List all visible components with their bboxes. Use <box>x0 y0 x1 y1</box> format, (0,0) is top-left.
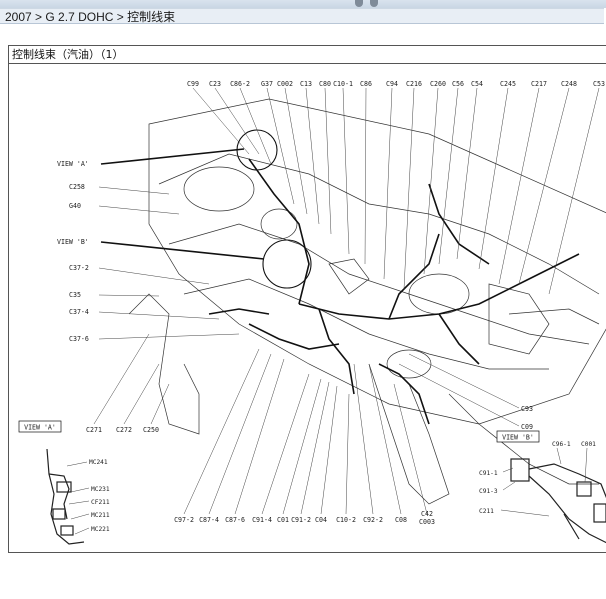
breadcrumb-engine[interactable]: G 2.7 DOHC <box>45 10 114 24</box>
connector-label: C97-2 <box>174 516 194 524</box>
diagram-panel: 控制线束（汽油）（1） <box>8 45 606 553</box>
connector-label: G37 <box>261 80 273 88</box>
top-bar-mark <box>355 0 363 7</box>
view-b-label: VIEW 'B' <box>502 434 534 442</box>
breadcrumb-separator: > <box>31 10 46 24</box>
connector-label: C91-4 <box>252 516 272 524</box>
connector-label: MC241 <box>89 459 108 466</box>
breadcrumb-model[interactable]: 2007 <box>5 10 32 24</box>
connector-label: C91-1 <box>479 470 498 477</box>
connector-label: C37-4 <box>69 308 89 316</box>
connector-label: C211 <box>479 508 494 515</box>
connector-label: C10-1 <box>333 80 353 88</box>
connector-label: C94 <box>386 80 398 88</box>
connector-label: C93 <box>521 405 533 413</box>
connector-label: C001 <box>581 441 596 448</box>
connector-label: C10-2 <box>336 516 356 524</box>
view-a-label: VIEW 'A' <box>24 424 56 432</box>
connector-label: C216 <box>406 80 422 88</box>
top-bar-mark <box>370 0 378 7</box>
view-a-callout: VIEW 'A' <box>57 160 89 168</box>
view-b-callout: VIEW 'B' <box>57 238 89 246</box>
connector-label: C08 <box>395 516 407 524</box>
wiring-diagram: C99 C23 C86-2 G37 C002 C13 C80 C10-1 C86… <box>18 80 606 545</box>
bottom-connector-labels: C271 C272 C250 C97-2 C87-4 C87-6 C91-4 C… <box>86 426 435 526</box>
top-connector-labels: C99 C23 C86-2 G37 C002 C13 C80 C10-1 C86… <box>187 80 605 88</box>
connector-label: C35 <box>69 291 81 299</box>
connector-label: C96-1 <box>552 441 571 448</box>
connector-label: C260 <box>430 80 446 88</box>
connector-label: C271 <box>86 426 102 434</box>
connector-label: C250 <box>143 426 159 434</box>
connector-label: C248 <box>561 80 577 88</box>
engine-bay-illustration <box>128 98 606 505</box>
connector-label: C003 <box>419 518 435 526</box>
connector-label: C37-6 <box>69 335 89 343</box>
connector-label: CF211 <box>91 499 110 506</box>
view-a-label-box <box>18 420 62 433</box>
diagram-title: 控制线束（汽油）（1） <box>9 46 606 64</box>
connector-label: C54 <box>471 80 483 88</box>
connector-label: C87-4 <box>199 516 219 524</box>
breadcrumb-section: 控制线束 <box>127 10 176 24</box>
view-b-label-box <box>496 430 540 443</box>
connector-label: C245 <box>500 80 516 88</box>
connector-label: C258 <box>69 183 85 191</box>
connector-label: C87-6 <box>225 516 245 524</box>
right-connector-labels: C93 C09 <box>521 405 533 431</box>
connector-label: C04 <box>315 516 327 524</box>
connector-label: C99 <box>187 80 199 88</box>
connector-label: C01 <box>277 516 289 524</box>
top-bar <box>0 0 606 8</box>
connector-label: MC211 <box>91 512 110 519</box>
connector-label: C86 <box>360 80 372 88</box>
breadcrumb: 2007 > G 2.7 DOHC > 控制线束 <box>0 8 604 24</box>
breadcrumb-separator: > <box>113 10 128 24</box>
leader-lines <box>93 87 600 515</box>
connector-label: C92-2 <box>363 516 383 524</box>
left-connector-labels: VIEW 'A' C258 G40 VIEW 'B' C37-2 C35 C37… <box>57 160 89 343</box>
connector-label: G40 <box>69 202 81 210</box>
connector-label: C91-3 <box>479 488 498 495</box>
connector-label: C80 <box>319 80 331 88</box>
view-b-circle <box>262 239 312 289</box>
connector-label: C23 <box>209 80 221 88</box>
connector-label: C42 <box>421 510 433 518</box>
connector-label: MC231 <box>91 486 110 493</box>
connector-label: C86-2 <box>230 80 250 88</box>
wiring-harness <box>208 158 580 425</box>
connector-label: C37-2 <box>69 264 89 272</box>
connector-label: C56 <box>452 80 464 88</box>
connector-label: C217 <box>531 80 547 88</box>
connector-label: C53 <box>593 80 605 88</box>
view-b-inset: VIEW 'B' C96-1 C001 C91-1 C91-3 C211 <box>479 430 606 544</box>
connector-label: MC221 <box>91 526 110 533</box>
connector-label: C91-2 <box>291 516 311 524</box>
connector-label: C272 <box>116 426 132 434</box>
connector-label: C002 <box>277 80 293 88</box>
connector-label: C13 <box>300 80 312 88</box>
view-highlight-circles <box>236 129 312 289</box>
view-a-inset: VIEW 'A' MC241 MC231 CF211 MC211 MC221 <box>18 420 110 545</box>
connector-label: C09 <box>521 423 533 431</box>
